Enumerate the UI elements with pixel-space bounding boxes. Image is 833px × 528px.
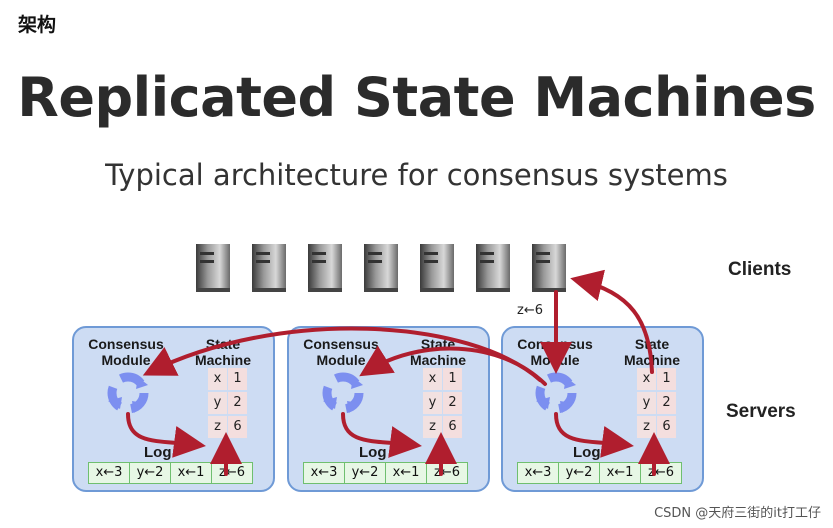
log-label: Log <box>573 444 601 461</box>
state-value: 2 <box>228 392 247 414</box>
server-tower-icon <box>308 244 342 292</box>
log-append-arrow <box>554 412 634 458</box>
state-value: 1 <box>228 368 247 390</box>
state-value: 2 <box>443 392 462 414</box>
log-entry: x←3 <box>304 463 345 483</box>
client-command-label: z←6 <box>517 303 543 318</box>
log-label: Log <box>359 444 387 461</box>
servers-label: Servers <box>726 401 796 422</box>
slide-title: Replicated State Machines <box>17 66 816 129</box>
slide-subtitle: Typical architecture for consensus syste… <box>105 158 728 192</box>
log-entry: x←1 <box>386 463 427 483</box>
server-tower-icon <box>476 244 510 292</box>
log-entry: x←1 <box>600 463 641 483</box>
state-key: y <box>423 392 442 414</box>
state-key: y <box>637 392 656 414</box>
watermark-text: CSDN @天府三街的it打工仔 <box>654 506 821 521</box>
log-append-arrow <box>126 412 206 458</box>
log-entry: y←2 <box>130 463 171 483</box>
log-entry: y←2 <box>345 463 386 483</box>
log-append-arrow <box>341 412 422 458</box>
log-entries: x←3 y←2 x←1 z←6 <box>517 462 682 484</box>
state-key: x <box>208 368 227 390</box>
log-entry: x←3 <box>89 463 130 483</box>
server-tower-icon <box>364 244 398 292</box>
server-tower-icon <box>420 244 454 292</box>
state-key: y <box>208 392 227 414</box>
state-value: 1 <box>657 368 676 390</box>
clients-label: Clients <box>728 259 792 280</box>
log-entry: y←2 <box>559 463 600 483</box>
replication-arrow <box>142 326 542 382</box>
log-label: Log <box>144 444 172 461</box>
state-value: 2 <box>657 392 676 414</box>
consensus-cycle-icon <box>323 377 363 413</box>
state-value: 1 <box>443 368 462 390</box>
log-entry: x←1 <box>171 463 212 483</box>
replication-arrow <box>359 345 547 386</box>
log-entries: x←3 y←2 x←1 z←6 <box>88 462 253 484</box>
server-tower-icon <box>196 244 230 292</box>
state-key: x <box>423 368 442 390</box>
section-heading: 架构 <box>18 14 57 36</box>
log-entry: x←3 <box>518 463 559 483</box>
log-entries: x←3 y←2 x←1 z←6 <box>303 462 468 484</box>
consensus-cycle-icon <box>108 377 148 413</box>
client-response-arrow <box>570 269 654 374</box>
server-tower-icon <box>252 244 286 292</box>
server-tower-icon <box>532 244 566 292</box>
